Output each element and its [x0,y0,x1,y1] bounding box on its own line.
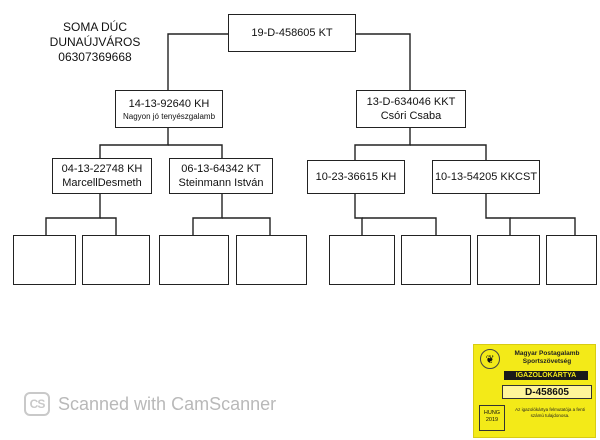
empty-slot-7 [477,235,540,285]
sire-note: Nagyon jó tenyészgalamb [122,111,216,121]
dam-box: 13-D-634046 KKT Csóri Csaba [356,90,466,128]
card-country-badge: HUNG 2019 [479,405,505,431]
sire-dam-box: 06-13-64342 KT Steinmann István [169,158,273,194]
dam-sire-ring: 10-23-36615 KH [315,171,397,183]
dam-note: Csóri Csaba [380,110,442,122]
empty-slot-8 [546,235,597,285]
dam-sire-box: 10-23-36615 KH [307,160,405,194]
empty-slot-6 [401,235,471,285]
camscanner-watermark: Scanned with CamScanner [58,394,277,414]
sire-sire-note: MarcellDesmeth [62,177,142,189]
empty-slot-3 [159,235,229,285]
pigeon-emblem-icon: ❦ [480,349,500,369]
dam-dam-ring: 10-13-54205 KKCST [434,171,538,183]
subject-box: 19-D-458605 KT [228,14,356,52]
owner-phone: 06307369668 [58,50,132,64]
empty-slot-1 [13,235,76,285]
ownership-card: ❦ Magyar Postagalamb Sportszövetség IGAZ… [473,344,596,438]
dam-dam-box: 10-13-54205 KKCST [432,160,540,194]
sire-ring: 14-13-92640 KH [128,97,210,110]
dam-ring: 13-D-634046 KKT [366,96,456,108]
owner-info: SOMA DÚC DUNAÚJVÁROS 06307369668 [35,20,155,65]
sire-sire-box: 04-13-22748 KH MarcellDesmeth [52,158,152,194]
card-title: IGAZOLÓKÁRTYA [504,371,588,380]
sire-dam-ring: 06-13-64342 KT [181,163,261,175]
sire-box: 14-13-92640 KH Nagyon jó tenyészgalamb [115,90,223,128]
owner-name: SOMA DÚC [62,20,127,34]
card-country: HUNG [483,410,501,416]
card-number: D-458605 [502,385,592,399]
sire-dam-note: Steinmann István [178,177,264,189]
card-note: Az igazolókártya felmutatója a fenti szá… [515,407,585,418]
camscanner-logo: CS [24,392,50,416]
empty-slot-2 [82,235,150,285]
sire-sire-ring: 04-13-22748 KH [61,163,143,175]
empty-slot-5 [329,235,395,285]
card-year: 2019 [485,417,499,423]
owner-city: DUNAÚJVÁROS [49,35,141,49]
subject-ring: 19-D-458605 KT [251,27,333,39]
card-org: Magyar Postagalamb Sportszövetség [514,350,580,365]
empty-slot-4 [236,235,307,285]
